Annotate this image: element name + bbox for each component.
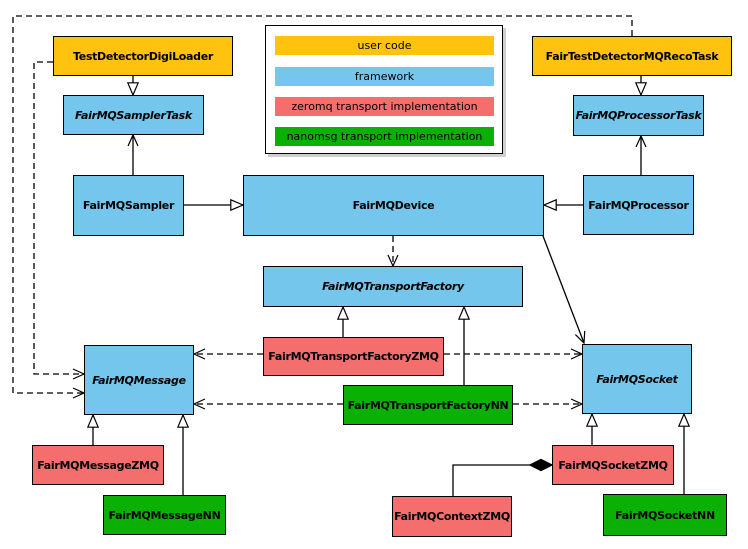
legend: user code framework zeromq transport imp… (265, 25, 503, 154)
legend-item-nanomsg: nanomsg transport implementation (275, 127, 494, 146)
node-fairmqdevice: FairMQDevice (243, 175, 544, 236)
node-fairmqmessagezmq: FairMQMessageZMQ (32, 445, 164, 485)
edge-digiloader-depends-message (33, 61, 86, 380)
node-fairmqtransportfactorynn: FairMQTransportFactoryNN (343, 385, 513, 425)
edge-recotask-depends-message (12, 15, 633, 399)
legend-item-user-code: user code (275, 36, 494, 55)
node-fairmqmessage: FairMQMessage (84, 345, 194, 415)
node-fairmqmessagenn: FairMQMessageNN (103, 495, 226, 535)
edge-contextzmq-composed-socketzmq (452, 465, 552, 496)
node-fairmqsocketnn: FairMQSocketNN (603, 494, 727, 536)
legend-item-zeromq: zeromq transport implementation (275, 97, 494, 116)
node-fairmqsocketzmq: FairMQSocketZMQ (552, 445, 674, 485)
node-fairmqprocessortask: FairMQProcessorTask (573, 95, 704, 136)
node-fairtestdetectormqrecotask: FairTestDetectorMQRecoTask (532, 36, 732, 76)
node-fairmqtransportfactoryzmq: FairMQTransportFactoryZMQ (263, 337, 444, 376)
legend-item-framework: framework (275, 67, 494, 86)
node-testdetectordigiloader: TestDetectorDigiLoader (53, 36, 233, 76)
node-fairmqcontextzmq: FairMQContextZMQ (392, 496, 512, 537)
edge-device-uses-socket (542, 235, 586, 345)
node-fairmqtransportfactory: FairMQTransportFactory (263, 266, 523, 307)
node-fairmqsamplertask: FairMQSamplerTask (63, 95, 204, 135)
node-fairmqprocessor: FairMQProcessor (583, 175, 694, 235)
node-fairmqsocket: FairMQSocket (582, 344, 692, 414)
node-fairmqsampler: FairMQSampler (73, 175, 184, 236)
